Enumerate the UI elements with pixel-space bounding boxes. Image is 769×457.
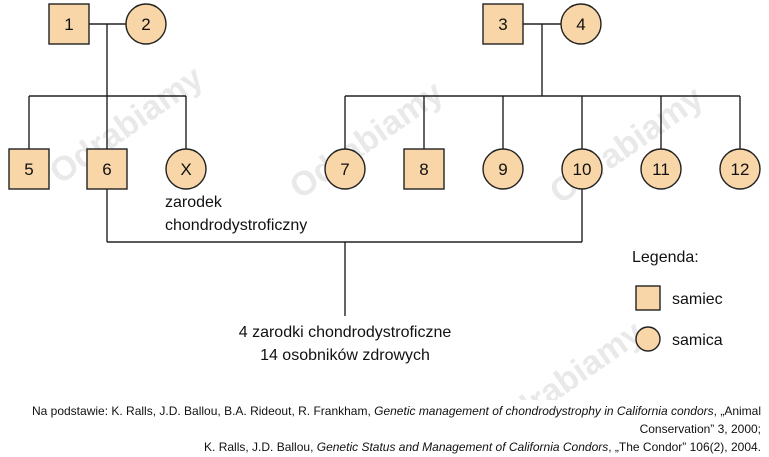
source-line-2: K. Ralls, J.D. Ballou, Genetic Status an… [21,438,761,456]
individual-8-label: 8 [419,160,428,179]
annotation-x-line2: chondrodystroficzny [165,217,307,234]
source-1-suffix: , „Animal Conservation” 3, 2000; [639,404,761,436]
individual-2-label: 2 [141,15,150,34]
individual-11-label: 11 [652,160,670,179]
individual-10-female-symbol [561,148,603,190]
individual-5-label: 5 [24,160,33,179]
legend-label-male: samiec [672,291,723,308]
source-1-prefix: Na podstawie: K. Ralls, J.D. Ballou, B.A… [31,404,375,418]
watermark-text: Odrabiamy [543,78,710,211]
pedigree-diagram: Odrabiamy Odrabiamy Odrabiamy Odrabiamy … [8,3,761,400]
watermark-text: Odrabiamy [483,313,650,400]
offspring-result-line1: 4 zarodki chondrodystroficzne [239,324,452,341]
individual-11-female-symbol [640,148,682,190]
pedigree-lines [28,23,741,316]
individual-8-male-symbol [403,148,445,190]
individual-1-male-symbol [48,3,90,45]
individual-3-male-symbol [482,3,524,45]
offspring-result-line2: 14 osobników zdrowych [260,347,430,364]
individual-3-label: 3 [498,15,507,34]
individual-7-label: 7 [340,160,349,179]
individual-6-male-symbol [86,148,128,190]
individual-x-label: X [180,160,191,179]
individuals: 1 2 3 4 5 6 X 7 8 9 10 11 12 [8,3,761,190]
individual-9-label: 9 [498,160,507,179]
individual-x-female-symbol [165,148,207,190]
individual-4-label: 4 [576,15,585,34]
individual-6-label: 6 [102,160,111,179]
source-2-suffix: , „The Condor” 106(2), 2004. [608,440,761,454]
legend: Legenda: samiec samica [632,249,723,352]
legend-label-female: samica [672,332,723,349]
individual-2-female-symbol [125,3,167,45]
source-line-1: Na podstawie: K. Ralls, J.D. Ballou, B.A… [21,402,761,438]
individual-12-label: 12 [731,160,750,179]
individual-5-male-symbol [8,148,50,190]
individual-7-female-symbol [324,148,366,190]
legend-title: Legenda: [632,249,699,266]
legend-circle-icon [635,326,661,352]
individual-1-label: 1 [64,15,73,34]
individual-4-female-symbol [560,3,602,45]
individual-10-label: 10 [573,160,592,179]
source-2-prefix: K. Ralls, J.D. Ballou, [204,440,317,454]
source-1-title: Genetic management of chondrodystrophy i… [374,404,714,418]
individual-9-female-symbol [482,148,524,190]
source-2-title: Genetic Status and Management of Califor… [316,440,609,454]
sources: Na podstawie: K. Ralls, J.D. Ballou, B.A… [21,402,761,456]
legend-square-icon [635,285,661,311]
individual-12-female-symbol [719,148,761,190]
annotation-x-line1: zarodek [165,194,223,211]
